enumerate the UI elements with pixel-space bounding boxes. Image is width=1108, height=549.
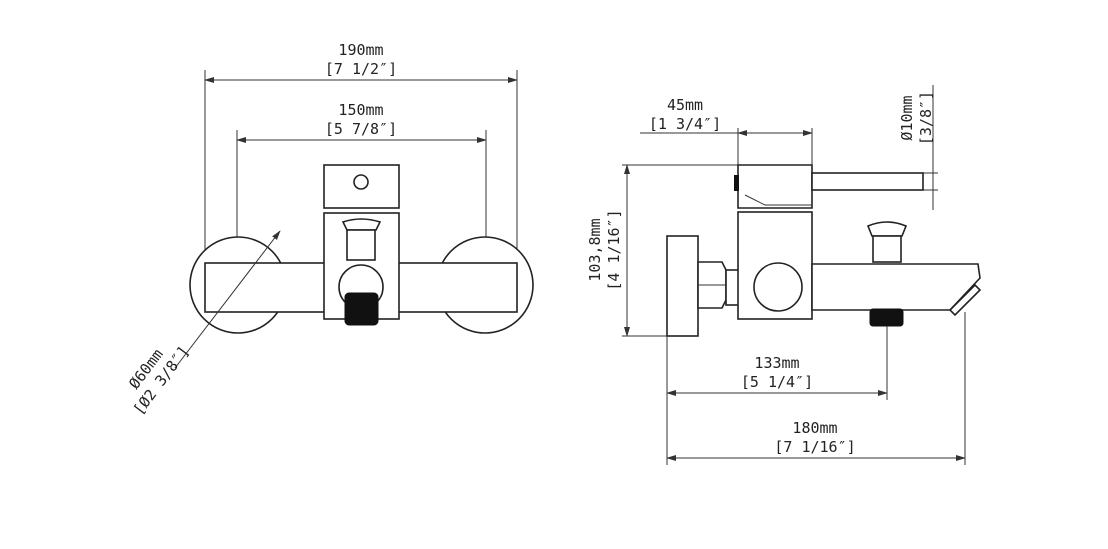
outlet-thread-side [869, 308, 904, 327]
lever-diameter-inch: [3/8″] [917, 91, 935, 145]
diverter-knob [341, 218, 382, 231]
front-view: 190mm [7 1/2″] 150mm [5 7/8″] Ø60mm [Ø2 … [125, 41, 534, 418]
center-distance-inch: [5 7/8″] [325, 120, 397, 138]
spout [811, 263, 981, 311]
outlet-thread [344, 292, 379, 326]
height-mm: 103,8mm [586, 218, 604, 281]
handle-indicator [734, 175, 739, 191]
lever-diameter-mm: Ø10mm [898, 95, 916, 140]
spout-projection-inch: [7 1/16″] [774, 438, 855, 456]
body-boss [753, 262, 803, 312]
side-view: 45mm [1 3/4″] Ø10mm [3/8″] 103,8mm [4 1/… [586, 85, 982, 465]
right-arm [393, 262, 518, 313]
handle-edge [744, 194, 812, 206]
lever [811, 172, 924, 191]
wall-flange [666, 235, 699, 337]
outlet-projection-inch: [5 1/4″] [741, 373, 813, 391]
diverter-stem-side [872, 235, 902, 263]
diverter-knob-side [866, 221, 908, 237]
overall-width-mm: 190mm [338, 41, 383, 59]
aerator [948, 283, 982, 317]
lever-hole [353, 174, 369, 190]
left-arm [204, 262, 330, 313]
dimension-line-diameter [174, 230, 281, 369]
overall-width-inch: [7 1/2″] [325, 60, 397, 78]
handle-depth-inch: [1 3/4″] [649, 115, 721, 133]
center-distance-mm: 150mm [338, 101, 383, 119]
spout-projection-mm: 180mm [792, 419, 837, 437]
handle [737, 164, 813, 209]
height-inch: [4 1/16″] [605, 209, 623, 290]
handle-cap [323, 164, 400, 209]
handle-depth-mm: 45mm [667, 96, 703, 114]
diverter-stem [346, 229, 376, 261]
outlet-projection-mm: 133mm [754, 354, 799, 372]
